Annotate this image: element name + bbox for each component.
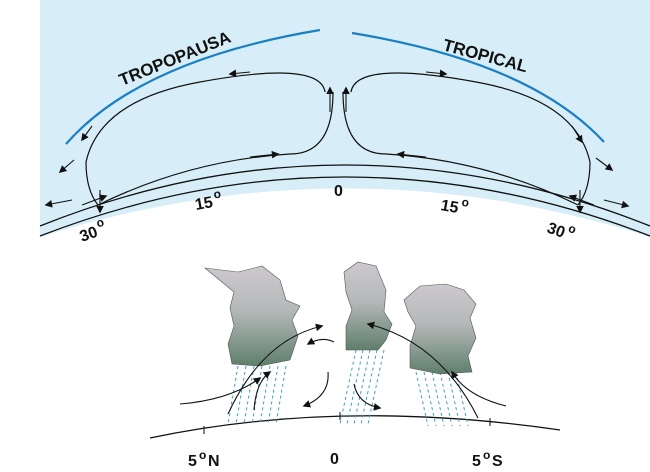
svg-text:o: o	[212, 187, 222, 202]
left-arrow-poleward-1	[58, 159, 75, 174]
latitude-label-5n: 5 o N	[188, 448, 220, 470]
left-cell-upper	[85, 72, 326, 206]
earth-surface	[39, 164, 650, 227]
latitude-label-right-15: 15 o	[439, 195, 471, 217]
svg-text:30: 30	[78, 224, 101, 246]
latitude-label-left-30: 30 o	[78, 215, 106, 246]
right-cell-loop	[342, 91, 579, 206]
right-arrow-poleward-2	[603, 199, 630, 209]
right-arrow-descend	[571, 125, 583, 144]
left-arrow-surface	[81, 194, 108, 206]
right-arrow-surface	[568, 194, 595, 206]
right-cell-upper	[350, 72, 591, 206]
left-arrow-descend	[81, 125, 93, 142]
svg-text:5: 5	[188, 453, 197, 470]
hadley-cell-panel: TROPOPAUSA TROPICAL 30 o 15 o 0 15 o 30 …	[39, 0, 650, 246]
tropopause-right-line	[351, 31, 605, 143]
left-cell-loop	[97, 91, 334, 206]
flow-right-updraft	[366, 321, 479, 419]
equator-ground	[149, 415, 561, 439]
latitude-label-center: 0	[334, 183, 343, 200]
svg-text:S: S	[492, 453, 503, 470]
latitude-label-5s: 5 o S	[472, 448, 503, 470]
right-arrow-poleward-1	[595, 157, 614, 171]
left-arrow-top	[228, 69, 251, 78]
latitude-label-equator: 0	[330, 451, 339, 468]
cloud-center	[343, 261, 393, 351]
svg-text:o: o	[461, 195, 471, 210]
flow-center-right-down	[353, 383, 382, 411]
itcz-panel: 5 o N 0 5 o S	[149, 261, 561, 470]
flow-right-trade-wind	[451, 370, 507, 407]
tropopause-left-line	[65, 28, 321, 145]
svg-text:30: 30	[545, 220, 568, 242]
svg-text:o: o	[567, 221, 579, 237]
latitude-label-left-15: 15 o	[194, 187, 222, 214]
earth-surface-inner	[39, 176, 650, 237]
flow-left-rise	[253, 371, 272, 411]
flow-left-outflow	[306, 337, 335, 345]
svg-text:N: N	[208, 453, 220, 470]
right-arrow-return	[396, 150, 427, 159]
cloud-right	[403, 283, 477, 375]
rain-left	[227, 365, 287, 425]
left-arrow-poleward-2	[44, 199, 73, 208]
latitude-label-right-30: 30 o	[545, 220, 579, 242]
left-arrow-return	[249, 150, 280, 159]
cloud-left	[204, 265, 301, 367]
svg-text:o: o	[483, 448, 490, 462]
svg-text:15: 15	[194, 194, 215, 214]
flow-left-updraft	[227, 323, 324, 415]
rain-center	[339, 349, 385, 425]
svg-text:5: 5	[472, 453, 481, 470]
flow-left-trade-wind	[179, 377, 262, 405]
svg-text:o: o	[199, 448, 206, 462]
flow-center-left-down	[302, 371, 329, 408]
svg-text:o: o	[94, 215, 106, 231]
svg-text:15: 15	[439, 197, 460, 217]
right-arrow-top	[425, 69, 448, 78]
